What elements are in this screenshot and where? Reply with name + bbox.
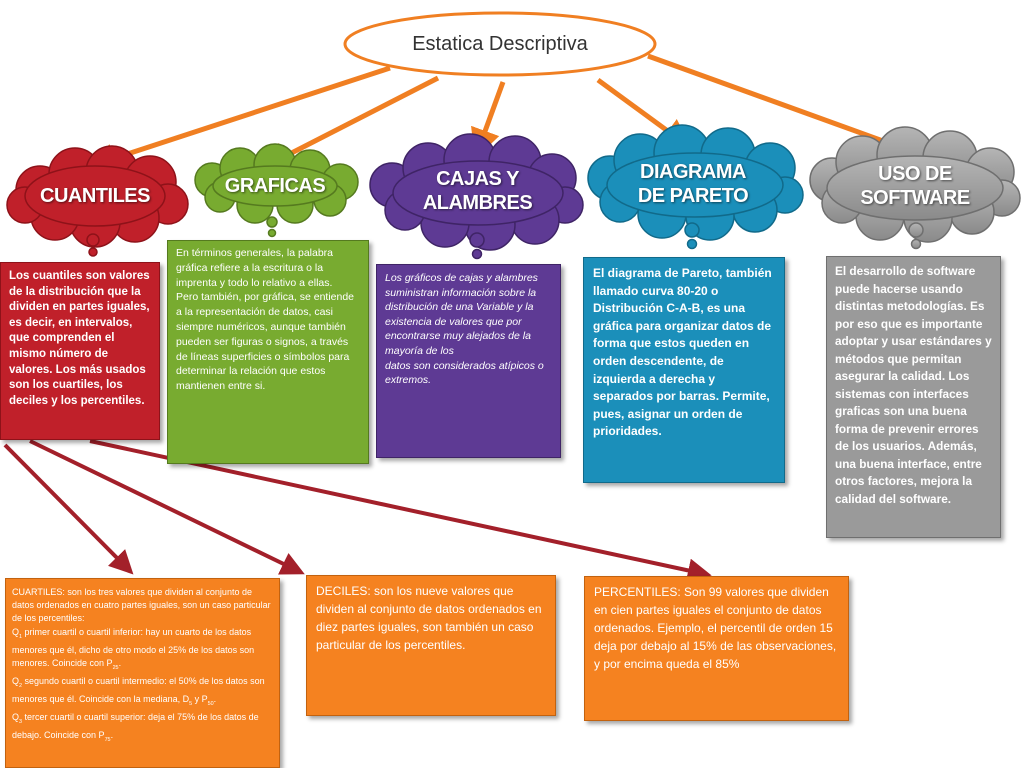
- graficas-description: En términos generales, la palabra gráfic…: [167, 240, 369, 464]
- cuartiles-detail: CUARTILES: son los tres valores que divi…: [5, 578, 280, 768]
- cloud-pareto: [587, 124, 804, 250]
- pareto-label: DIAGRAMA DE PARETO: [637, 161, 749, 207]
- title-ellipse: [343, 11, 657, 77]
- arrow-to-graficas: [258, 75, 440, 170]
- cuartiles-intro: CUARTILES: son los tres valores que divi…: [12, 587, 271, 624]
- arrow-to-cajas: [471, 81, 506, 160]
- cloud-cuantiles: [6, 145, 189, 257]
- cloud-graficas: [194, 143, 359, 238]
- cloud-software: [809, 126, 1021, 250]
- graficas-label: GRAFICAS: [224, 175, 326, 197]
- arrow-to-cuartiles: [3, 443, 134, 575]
- cuartil-q1: Q1 primer cuartil o cuartil inferior: ha…: [12, 626, 255, 671]
- cajas-description: Los gráficos de cajas y alambres suminis…: [376, 264, 561, 458]
- software-label: USO DE SOFTWARE: [860, 163, 970, 209]
- cloud-cajas: [369, 133, 584, 260]
- cuartil-q3: Q3 tercer cuartil o cuartil superior: de…: [12, 711, 259, 743]
- software-description: El desarrollo de software puede hacerse …: [826, 256, 1001, 538]
- arrow-to-deciles: [29, 439, 305, 575]
- diagram-title: Estatica Descriptiva: [412, 32, 588, 55]
- cuantiles-label: CUANTILES: [40, 185, 150, 207]
- pareto-description: El diagrama de Pareto, también llamado c…: [583, 257, 785, 483]
- arrow-to-cuantiles: [85, 65, 391, 173]
- percentiles-detail: PERCENTILES: Son 99 valores que dividen …: [584, 576, 849, 721]
- deciles-detail: DECILES: son los nueve valores que divid…: [306, 575, 556, 716]
- arrow-to-software: [647, 53, 923, 160]
- cajas-label: CAJAS Y ALAMBRES: [422, 168, 533, 214]
- cuartil-q2: Q2 segundo cuartil o cuartil intermedio:…: [12, 675, 265, 707]
- cuantiles-description: Los cuantiles son valores de la distribu…: [0, 262, 160, 440]
